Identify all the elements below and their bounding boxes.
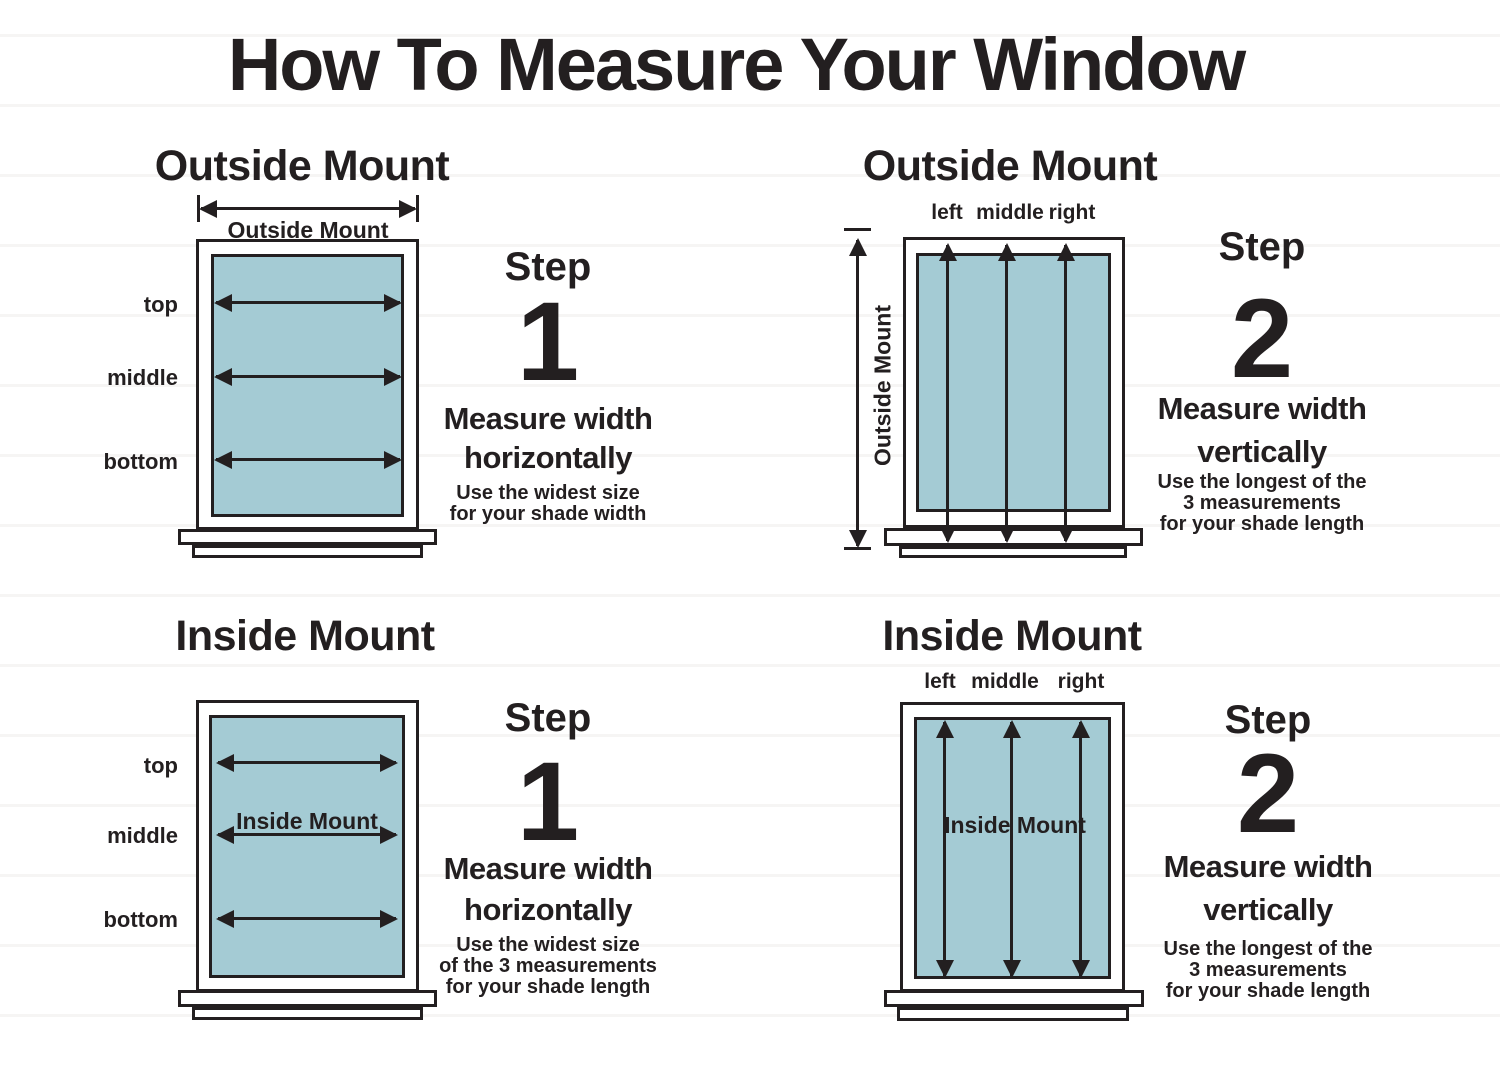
step-note-line: Use the widest size xyxy=(456,482,640,504)
arrow-middle xyxy=(218,833,396,836)
step-note-line: Use the widest size xyxy=(456,934,640,956)
window-pane xyxy=(209,715,405,978)
arrow-left xyxy=(946,245,949,541)
col-label-right: right xyxy=(1057,670,1105,693)
row-label-bottom: bottom xyxy=(103,907,178,932)
measure-label: Outside Mount xyxy=(227,217,389,243)
measure-tick-right xyxy=(416,195,419,222)
quadrant-heading: Outside Mount xyxy=(154,142,450,190)
step-word: Step xyxy=(504,245,592,289)
step-note: Use the widest size for your shade width xyxy=(433,483,663,525)
step-note: Use the longest of the 3 measurements fo… xyxy=(1143,939,1393,1002)
step-note-line: of the 3 measurements xyxy=(439,955,657,977)
quadrant-heading: Inside Mount xyxy=(882,612,1142,660)
step-note-line: for your shade length xyxy=(1165,980,1371,1002)
row-label-middle: middle xyxy=(107,823,178,848)
step-note-line: for your shade width xyxy=(449,503,647,525)
step-line-1: Measure width xyxy=(443,851,653,886)
step-note-line: for your shade length xyxy=(445,976,651,998)
col-label-left: left xyxy=(924,670,956,693)
step-word: Step xyxy=(1218,225,1306,269)
step-line-2: vertically xyxy=(1203,892,1333,927)
arrow-right xyxy=(1079,722,1082,976)
step-word: Step xyxy=(504,696,592,740)
height-measure-arrow xyxy=(856,240,859,546)
page-title: How To Measure Your Window xyxy=(227,23,1246,106)
window-sill-lower xyxy=(897,1007,1129,1021)
row-label-middle: middle xyxy=(107,365,178,390)
pane-label: Inside Mount xyxy=(236,808,378,834)
window-sill-lower xyxy=(192,545,423,558)
step-line-1: Measure width xyxy=(1163,849,1373,884)
step-note-line: Use the longest of the xyxy=(1163,938,1373,960)
step-line-1: Measure width xyxy=(443,401,653,436)
step-line-2: horizontally xyxy=(464,892,632,927)
row-label-top: top xyxy=(143,292,178,317)
measure-label-rotated: Outside Mount xyxy=(869,305,896,466)
pane-label: Inside Mount xyxy=(944,812,1086,838)
window-pane xyxy=(211,254,404,517)
window-sill xyxy=(178,990,437,1007)
arrow-bottom xyxy=(218,917,396,920)
col-label-left: left xyxy=(931,201,963,224)
row-label-bottom: bottom xyxy=(103,449,178,474)
col-label-middle: middle xyxy=(971,670,1039,693)
arrow-middle xyxy=(1005,245,1008,541)
arrow-bottom xyxy=(216,458,400,461)
arrow-left xyxy=(943,722,946,976)
step-note-line: Use the longest of the xyxy=(1157,471,1367,493)
arrow-right xyxy=(1064,245,1067,541)
step-note: Use the widest size of the 3 measurement… xyxy=(423,935,673,998)
col-label-middle: middle xyxy=(976,201,1044,224)
step-line-1: Measure width xyxy=(1157,391,1367,426)
step-note: Use the longest of the 3 measurements fo… xyxy=(1147,472,1377,535)
measure-tick-top xyxy=(844,228,871,231)
window-sill xyxy=(884,990,1144,1007)
step-note-line: for your shade length xyxy=(1159,513,1365,535)
arrow-top xyxy=(216,301,400,304)
step-line-2: horizontally xyxy=(464,440,632,475)
step-number: 2 xyxy=(1230,276,1294,401)
window-sill xyxy=(178,529,437,545)
width-measure-arrow xyxy=(201,207,415,210)
arrow-middle xyxy=(1010,722,1013,976)
step-line-2: vertically xyxy=(1197,434,1327,469)
step-note-line: 3 measurements xyxy=(1183,492,1341,514)
measure-tick-bottom xyxy=(844,547,871,550)
window-sill-lower xyxy=(899,546,1127,558)
arrow-middle xyxy=(216,375,400,378)
step-number: 1 xyxy=(516,279,580,404)
step-number: 2 xyxy=(1236,731,1300,856)
row-label-top: top xyxy=(143,753,178,778)
step-number: 1 xyxy=(516,739,580,864)
arrow-top xyxy=(218,761,396,764)
step-word: Step xyxy=(1224,698,1312,742)
quadrant-heading: Outside Mount xyxy=(862,142,1158,190)
col-label-right: right xyxy=(1048,201,1096,224)
step-note-line: 3 measurements xyxy=(1189,959,1347,981)
window-sill-lower xyxy=(192,1007,423,1020)
quadrant-heading: Inside Mount xyxy=(175,612,435,660)
